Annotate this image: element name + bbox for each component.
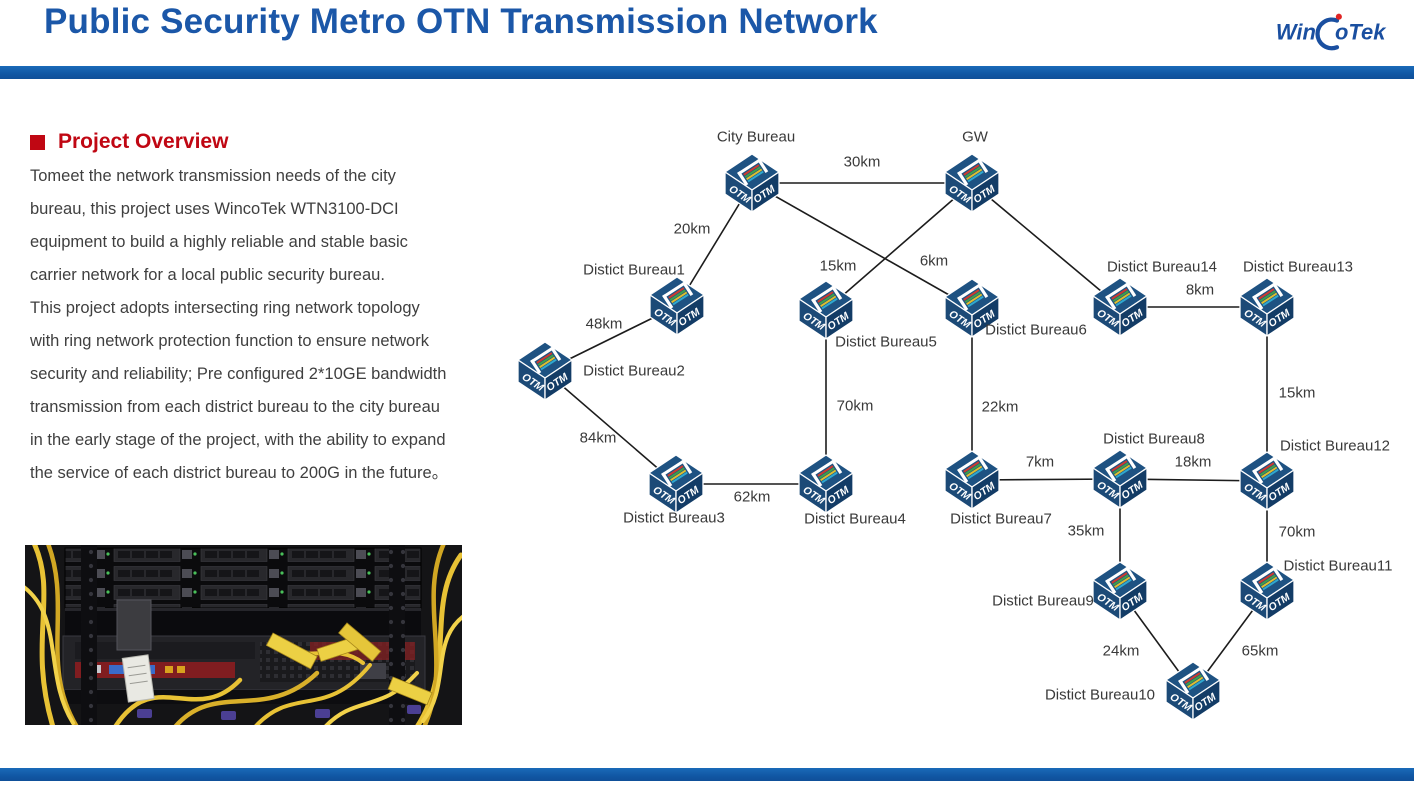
otm-node-icon-d13 (1239, 277, 1295, 337)
otm-node-icon-d3 (648, 454, 704, 514)
otm-node-icon-d2 (517, 341, 573, 401)
otm-node-icon-d10 (1165, 661, 1221, 721)
link-gw-d14 (971, 182, 1121, 308)
edge-distance-label-8: 70km (836, 397, 874, 415)
otm-node-icon-d5 (798, 280, 854, 340)
edge-distance-label-2: 15km (819, 257, 857, 275)
edge-distance-label-5: 48km (585, 315, 623, 333)
edge-distance-label-16: 65km (1241, 642, 1279, 660)
node-label-d6: Distict Bureau6 (985, 321, 1087, 339)
red-square-bullet-icon (30, 134, 45, 150)
otm-node-icon-d14 (1092, 277, 1148, 337)
node-label-d14: Distict Bureau14 (1106, 258, 1218, 276)
edge-distance-label-6: 84km (579, 429, 617, 447)
logo-crescent-icon (1315, 17, 1340, 51)
logo-red-dot-icon (1335, 13, 1342, 20)
node-label-d10: Distict Bureau10 (1044, 686, 1156, 704)
link-d2-d3 (544, 370, 677, 485)
edge-distance-label-7: 62km (733, 488, 771, 506)
link-city-d6 (751, 182, 973, 309)
otm-node-icon-d8 (1092, 449, 1148, 509)
equipment-photo-art (25, 545, 462, 725)
edge-distance-label-10: 15km (1278, 384, 1316, 402)
node-label-d13: Distict Bureau13 (1242, 258, 1354, 276)
node-label-d4: Distict Bureau4 (804, 510, 906, 528)
otm-node-icon-gw (944, 153, 1000, 213)
node-label-d1: Distict Bureau1 (583, 261, 685, 279)
overview-paragraph-1: Tomeet the network transmission needs of… (30, 167, 408, 284)
node-label-d8: Distict Bureau8 (1103, 430, 1205, 448)
overview-paragraph-2: This project adopts intersecting ring ne… (30, 299, 449, 482)
node-label-d3: Distict Bureau3 (623, 509, 725, 527)
edge-distance-label-9: 22km (981, 398, 1019, 416)
edge-distance-label-14: 70km (1278, 523, 1316, 541)
otm-node-icon-d7 (944, 450, 1000, 510)
topology-svg: OTM OTM (517, 153, 1295, 721)
edge-distance-label-12: 18km (1174, 453, 1212, 471)
edge-distance-label-3: 6km (919, 252, 949, 270)
node-label-d11: Distict Bureau11 (1283, 557, 1393, 575)
link-gw-d5 (825, 182, 973, 311)
edge-distance-label-15: 24km (1102, 642, 1140, 660)
node-label-d9: Distict Bureau9 (992, 592, 1094, 610)
edge-distance-label-11: 7km (1025, 453, 1055, 471)
node-label-d5: Distict Bureau5 (835, 333, 937, 351)
edge-distance-label-4: 8km (1185, 281, 1215, 299)
otm-node-icon-d12 (1239, 451, 1295, 511)
edge-distance-label-13: 35km (1067, 522, 1105, 540)
footer-bar (0, 768, 1414, 781)
node-label-d12: Distict Bureau12 (1279, 437, 1391, 455)
wincotek-logo: Win oTek (1276, 13, 1387, 51)
otm-node-icon-d1 (649, 276, 705, 336)
otm-node-icon-city (724, 153, 780, 213)
overview-heading: Project Overview (58, 130, 229, 153)
node-label-d2: Distict Bureau2 (583, 362, 685, 380)
project-overview-section: Project Overview Tomeet the network tran… (30, 130, 504, 490)
header-divider-bar (0, 66, 1414, 79)
logo-text-right: oTek (1335, 20, 1387, 45)
otm-node-icon-d4 (798, 454, 854, 514)
node-label-d7: Distict Bureau7 (950, 510, 1052, 528)
otm-node-icon-d9 (1092, 561, 1148, 621)
node-label-gw: GW (962, 128, 988, 146)
edge-distance-label-0: 30km (843, 153, 881, 171)
edge-distance-label-1: 20km (673, 220, 711, 238)
logo-text-left: Win (1276, 20, 1316, 45)
equipment-photo (25, 545, 462, 725)
page-title: Public Security Metro OTN Transmission N… (44, 2, 878, 41)
node-label-city: City Bureau (716, 128, 796, 146)
